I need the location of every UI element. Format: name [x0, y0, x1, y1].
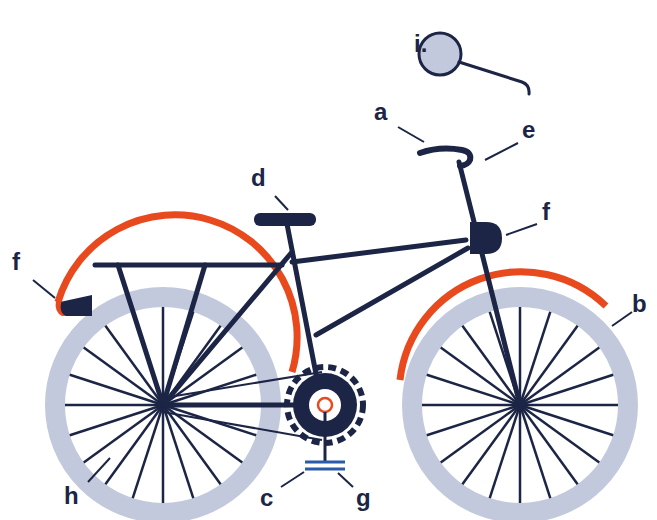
spoke — [133, 405, 163, 498]
spoke — [520, 405, 550, 498]
spoke — [163, 405, 193, 498]
spoke — [519, 307, 522, 405]
spoke — [520, 326, 578, 405]
spoke — [520, 347, 599, 405]
spoke — [519, 405, 522, 503]
spoke — [422, 404, 520, 407]
spoke — [520, 312, 550, 405]
rear-light — [56, 300, 66, 316]
part-letter: a — [374, 100, 387, 124]
bell-arm — [459, 62, 529, 94]
spoke — [520, 404, 618, 407]
spoke — [65, 404, 163, 407]
spoke — [84, 405, 163, 463]
spoke — [520, 375, 613, 405]
front-fender — [400, 272, 606, 380]
part-letter: b — [632, 292, 647, 316]
pedal — [305, 468, 345, 471]
leader-lines — [33, 127, 632, 487]
spoke — [462, 405, 520, 484]
part-letter: d — [251, 166, 266, 190]
part-letter: f — [542, 200, 550, 224]
spoke — [70, 375, 163, 405]
spoke — [162, 307, 165, 405]
spoke — [105, 326, 163, 405]
spoke — [427, 405, 520, 435]
headlight — [470, 222, 502, 254]
spoke — [520, 405, 613, 435]
spoke — [520, 405, 599, 463]
crank-arm — [324, 412, 327, 462]
spoke — [427, 375, 520, 405]
part-letter: i. — [414, 32, 427, 56]
crank-axle — [318, 398, 332, 412]
part-letter: e — [522, 118, 535, 142]
rear-light-body — [60, 295, 92, 316]
spokes — [65, 307, 618, 503]
part-letter: f — [12, 250, 20, 274]
part-letter: c — [260, 486, 273, 510]
part-letter: g — [356, 486, 371, 510]
spoke — [162, 405, 165, 503]
spoke — [490, 405, 520, 498]
handlebar — [420, 149, 470, 166]
saddle — [254, 213, 316, 226]
spoke — [441, 405, 520, 463]
part-letter: h — [64, 484, 79, 508]
spoke — [105, 405, 163, 484]
spoke — [520, 405, 578, 484]
spoke — [84, 347, 163, 405]
pedal — [305, 461, 345, 464]
spoke — [70, 405, 163, 435]
